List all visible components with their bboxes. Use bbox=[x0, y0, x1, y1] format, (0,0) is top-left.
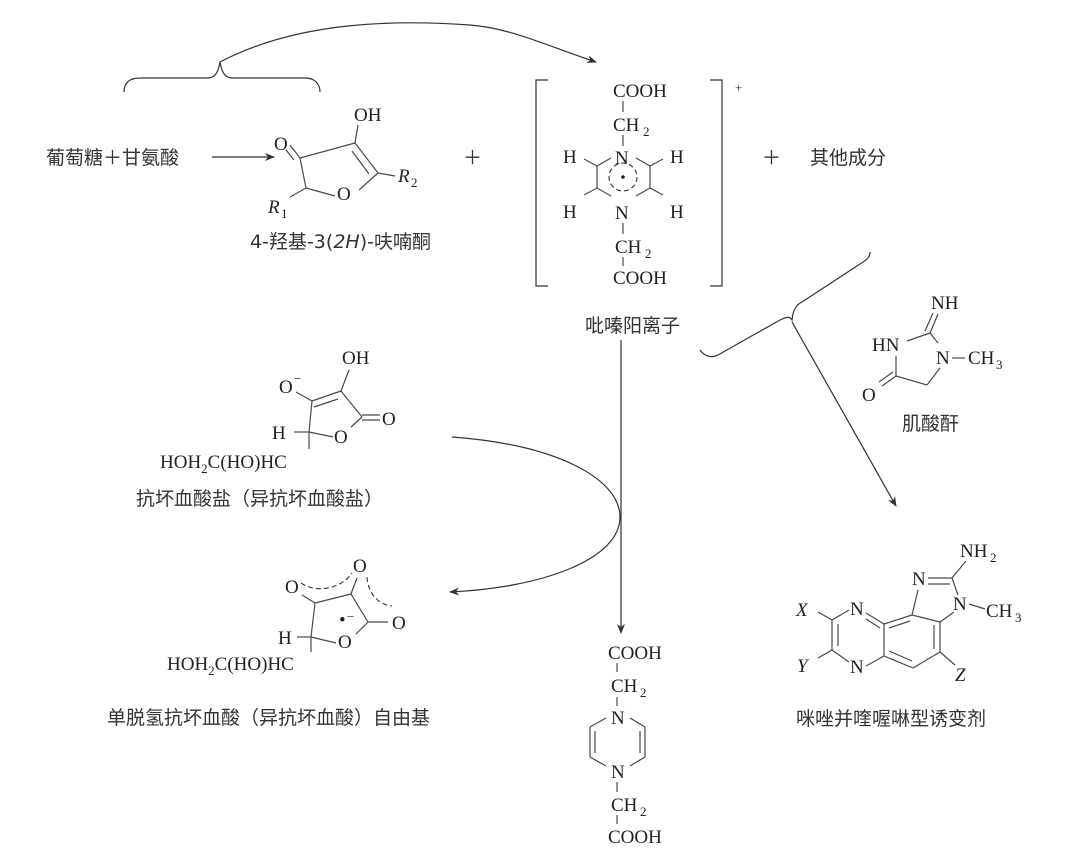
creatinine-ch3: CH bbox=[968, 348, 995, 369]
radical-o-right: O bbox=[392, 613, 406, 634]
other-components-label: 其他成分 bbox=[810, 147, 886, 169]
radical-name: 单脱氢抗坏血酸（异抗坏血酸）自由基 bbox=[107, 707, 430, 729]
ascorbate-side-chain: HOH2C(HO)HC bbox=[160, 452, 287, 476]
ascorbate-structure: OH O − O O H HOH2C(HO)HC bbox=[160, 348, 396, 476]
radical-dot bbox=[621, 175, 625, 179]
pyrazinium-h-bl: H bbox=[563, 202, 577, 223]
furanone-name-suffix: )-呋喃酮 bbox=[360, 231, 431, 253]
radical-o-top: O bbox=[353, 556, 367, 577]
side-chain-part-1: HOH bbox=[160, 452, 201, 473]
radical-side-sub: 2 bbox=[208, 663, 215, 678]
mutagen-name: 咪唑并喹喔啉型诱变剂 bbox=[796, 708, 986, 730]
curved-arrow-to-pyrazinium bbox=[219, 22, 597, 63]
pyrazinium-ch2-bottom-sub: 2 bbox=[645, 246, 652, 261]
furanone-r1: R bbox=[267, 197, 280, 218]
dihydropyrazine-n-bottom: N bbox=[611, 762, 625, 783]
furanone-ring-oxygen: O bbox=[337, 184, 351, 205]
dihydropyrazine-structure: COOH CH 2 N N CH 2 COOH bbox=[589, 643, 662, 848]
pyrazinium-ch2-bottom: CH bbox=[615, 237, 642, 258]
radical-dot: • bbox=[339, 610, 346, 631]
arrow-to-mutagen bbox=[791, 321, 897, 507]
pyrazinium-cooh-bottom: COOH bbox=[613, 268, 667, 289]
pyrazinium-name: 吡嗪阳离子 bbox=[585, 315, 680, 337]
creatinine-structure: NH HN N CH 3 O bbox=[862, 293, 1003, 406]
furanone-name: 4-羟基-3(2H)-呋喃酮 bbox=[250, 231, 431, 253]
ascorbate-h: H bbox=[272, 423, 286, 444]
curved-arrow-ascorbate-to-radical bbox=[449, 436, 621, 596]
plus-sign-2: ＋ bbox=[762, 147, 781, 169]
creatinine-ch3-sub: 3 bbox=[996, 357, 1003, 372]
furanone-structure: O OH O R 2 R 1 bbox=[267, 105, 418, 221]
creatinine-o: O bbox=[862, 385, 876, 406]
plus-sign-1: ＋ bbox=[463, 147, 482, 169]
furanone-name-prefix: 4-羟基-3( bbox=[250, 231, 333, 253]
furanone-keto-oxygen: O bbox=[274, 134, 288, 155]
mutagen-n-pyrazine-top: N bbox=[850, 599, 864, 620]
ascorbate-ring-o: O bbox=[334, 427, 348, 448]
radical-h: H bbox=[278, 628, 292, 649]
furanone-r2: R bbox=[397, 166, 410, 187]
mutagen-nh2: NH bbox=[960, 541, 988, 562]
radical-structure: O O O • − O H HOH2C(HO)HC bbox=[167, 556, 406, 678]
radical-side-part-1: HOH bbox=[167, 654, 208, 675]
creatinine-name: 肌酸酐 bbox=[902, 413, 959, 435]
dihydropyrazine-ch2-top: CH bbox=[611, 676, 638, 697]
side-chain-sub: 2 bbox=[201, 461, 208, 476]
mutagen-x: X bbox=[795, 600, 809, 621]
ascorbate-minus: − bbox=[294, 371, 301, 386]
side-chain-part-2: C(HO)HC bbox=[208, 452, 287, 473]
radical-ring-o: O bbox=[338, 632, 352, 653]
pyrazinium-n-top: N bbox=[615, 148, 629, 169]
creatinine-n: N bbox=[936, 348, 950, 369]
ascorbate-name: 抗坏血酸盐（异抗坏血酸盐） bbox=[136, 488, 383, 510]
reactants-label: 葡萄糖＋甘氨酸 bbox=[46, 147, 179, 169]
ascorbate-carbonyl-o: O bbox=[382, 409, 396, 430]
top-brace bbox=[123, 61, 321, 93]
mutagen-n-imid-top: N bbox=[912, 569, 926, 590]
mutagen-ch3: CH bbox=[986, 601, 1013, 622]
dihydropyrazine-ch2-bottom-sub: 2 bbox=[640, 804, 647, 819]
radical-o-left: O bbox=[285, 577, 299, 598]
creatinine-hn: HN bbox=[872, 335, 900, 356]
mutagen-nh2-sub: 2 bbox=[990, 550, 997, 565]
pyrazinium-ch2-top-sub: 2 bbox=[643, 124, 650, 139]
radical-side-part-2: C(HO)HC bbox=[215, 654, 294, 675]
dihydropyrazine-ch2-bottom: CH bbox=[611, 795, 638, 816]
radical-minus: − bbox=[347, 609, 354, 624]
creatinine-nh: NH bbox=[931, 293, 959, 314]
pyrazinium-charge: + bbox=[735, 80, 742, 95]
pyrazinium-h-tl: H bbox=[563, 147, 577, 168]
mutagen-z: Z bbox=[955, 665, 966, 686]
ascorbate-o-minus: O bbox=[279, 377, 293, 398]
pyrazinium-cooh-top: COOH bbox=[613, 81, 667, 102]
furanone-name-italic: 2H bbox=[333, 231, 359, 253]
right-brace bbox=[699, 251, 871, 358]
furanone-r1-sub: 1 bbox=[281, 206, 288, 221]
dihydropyrazine-n-top: N bbox=[611, 708, 625, 729]
pyrazinium-bracket: + bbox=[535, 79, 742, 287]
pyrazinium-h-br: H bbox=[670, 202, 684, 223]
radical-side-chain: HOH2C(HO)HC bbox=[167, 654, 294, 678]
mutagen-n-pyrazine-bottom: N bbox=[850, 657, 864, 678]
mutagen-structure: NH 2 N N CH 3 Z N N X bbox=[795, 541, 1022, 686]
ascorbate-oh: OH bbox=[342, 348, 370, 369]
furanone-hydroxyl: OH bbox=[354, 105, 382, 126]
mutagen-n-methyl: N bbox=[953, 594, 967, 615]
dihydropyrazine-ch2-top-sub: 2 bbox=[640, 685, 647, 700]
furanone-r2-sub: 2 bbox=[411, 175, 418, 190]
mutagen-y: Y bbox=[797, 656, 810, 677]
pyrazinium-ch2-top: CH bbox=[613, 115, 640, 136]
dihydropyrazine-cooh-top: COOH bbox=[608, 643, 662, 664]
mutagen-ch3-sub: 3 bbox=[1015, 610, 1022, 625]
pyrazinium-n-bottom: N bbox=[615, 203, 629, 224]
dihydropyrazine-cooh-bottom: COOH bbox=[608, 827, 662, 848]
pyrazinium-structure: COOH CH 2 N H H H H N CH 2 COOH bbox=[563, 81, 684, 289]
pyrazinium-h-tr: H bbox=[670, 147, 684, 168]
